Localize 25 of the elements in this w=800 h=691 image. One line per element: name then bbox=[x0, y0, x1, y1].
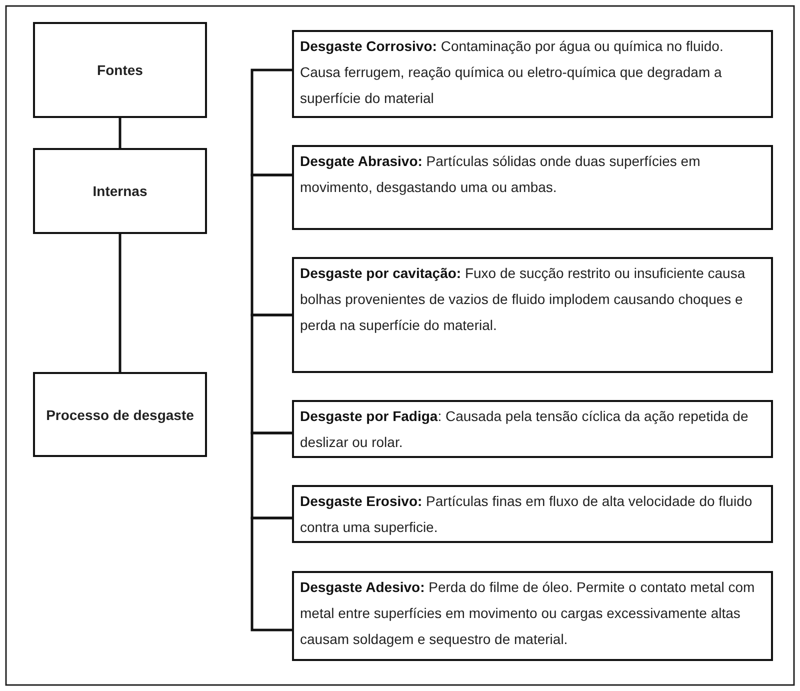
description-text: Desgaste Erosivo: Partículas finas em fluxo de alta velocidade do fluido contra uma superficie. bbox=[299, 492, 754, 537]
description-box bbox=[292, 30, 773, 118]
connector-line bbox=[250, 314, 292, 434]
description-box bbox=[292, 400, 773, 458]
category-label: Processo de desgaste bbox=[45, 406, 195, 425]
category-box bbox=[33, 22, 207, 118]
connector-line bbox=[250, 516, 292, 632]
description-box bbox=[292, 145, 773, 230]
description-text: Desgaste Adesivo: Perda do filme de óleo. Permite o contato metal com metal entre superfícies em movimento ou cargas excessivamente altas causam soldagem e sequestro de material. bbox=[299, 578, 756, 649]
connector-line bbox=[118, 118, 122, 148]
description-box bbox=[292, 485, 773, 543]
description-text: Desgaste por cavitação: Fuxo de sucção restrito ou insuficiente causa bolhas provenientes de vazios de fluido implodem causando choques e perda na superfície do material. bbox=[299, 264, 746, 335]
connector-line bbox=[250, 174, 292, 316]
connector-line bbox=[250, 432, 292, 520]
description-text: Desgaste por Fadiga: Causada pela tensão cíclica da ação repetida de deslizar ou rolar. bbox=[299, 407, 750, 452]
description-box bbox=[292, 257, 773, 373]
description-text: Desgate Abrasivo: Partículas sólidas onde duas superfícies em movimento, desgastando uma ou ambas. bbox=[299, 152, 702, 197]
connector-line bbox=[250, 68, 292, 176]
description-box bbox=[292, 571, 773, 661]
category-label: Fontes bbox=[96, 61, 144, 80]
connector-line bbox=[118, 234, 122, 372]
description-text: Desgaste Corrosivo: Contaminação por água ou química no fluido. Causa ferrugem, reação química ou eletro-química que degradam a superfície do material bbox=[299, 37, 724, 108]
category-box bbox=[33, 148, 207, 234]
category-label: Internas bbox=[92, 182, 148, 201]
category-box bbox=[33, 372, 207, 457]
